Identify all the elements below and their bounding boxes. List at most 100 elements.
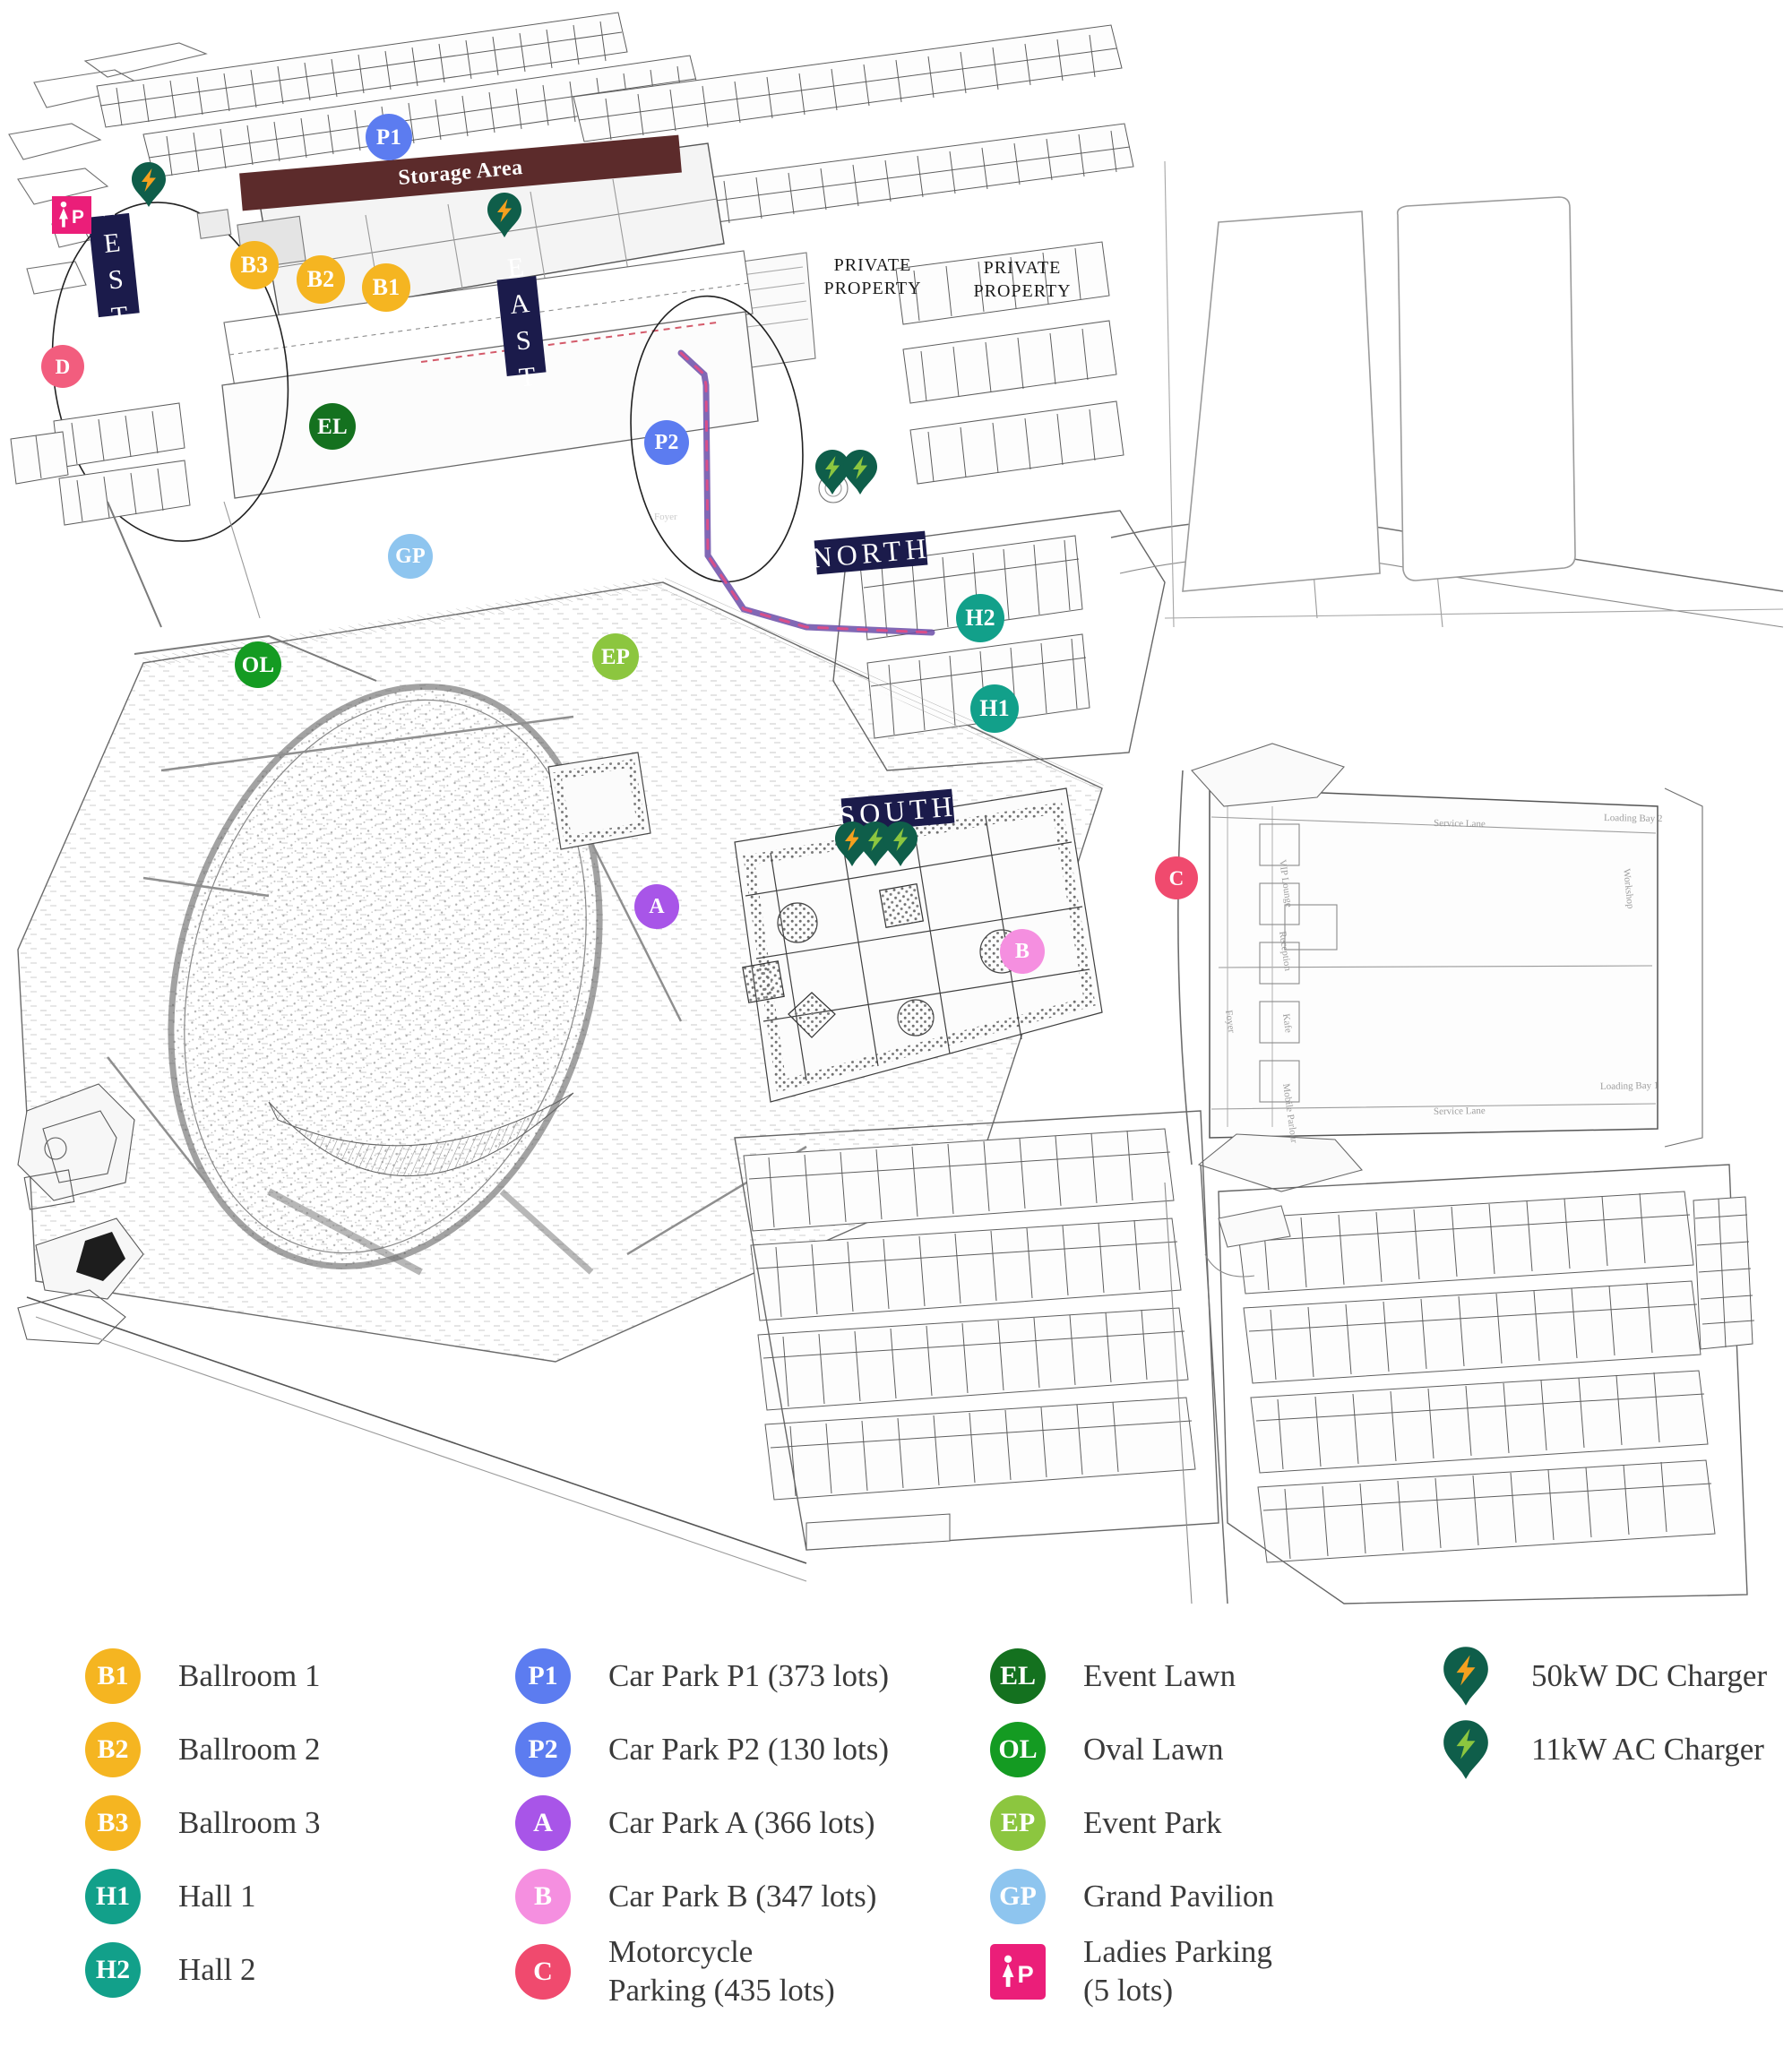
legend-grand-pavilion[interactable]: GP Grand Pavilion (990, 1860, 1438, 1933)
map-marker-label: EP (600, 644, 631, 669)
private-property-line2: PROPERTY (973, 281, 1072, 301)
legend-label-main: 11kW AC Charger (1531, 1731, 1764, 1767)
site-map-canvas[interactable]: Service Lane Loading Bay 2 Service Lane … (0, 0, 1792, 1613)
map-marker-car-park-b[interactable]: B (1000, 929, 1045, 974)
legend-badge-text: H2 (95, 1955, 131, 1984)
svg-text:Kafe: Kafe (1280, 1013, 1294, 1034)
svg-text:P: P (72, 207, 84, 228)
legend-badge-ep: EP (990, 1795, 1046, 1851)
map-marker-ballroom-2[interactable]: B2 (297, 255, 345, 304)
ev-charger-ac-south-2[interactable] (883, 821, 918, 867)
legend-car-park-a[interactable]: A Car Park A (366 lots) (515, 1786, 990, 1860)
legend-badge-text: B1 (97, 1661, 129, 1690)
legend-label-main: Car Park A (366 lots) (608, 1804, 875, 1840)
legend-label-main: Event Park (1083, 1804, 1222, 1840)
legend-oval-lawn[interactable]: OL Oval Lawn (990, 1713, 1438, 1786)
map-marker-label: GP (395, 545, 426, 568)
legend-ballroom-1[interactable]: B1 Ballroom 1 (85, 1639, 515, 1713)
ev-charger-pin-shape (843, 450, 877, 495)
map-marker-car-park-p1[interactable]: P1 (366, 114, 412, 160)
legend-badge-h1: H1 (85, 1869, 141, 1924)
legend-badge-text: H1 (95, 1881, 131, 1911)
ev-charger-ac-p2-1[interactable] (814, 449, 850, 495)
legend-label: Car Park P2 (130 lots) (608, 1731, 889, 1769)
map-marker-ballroom-3[interactable]: B3 (230, 241, 279, 289)
legend-hall-2[interactable]: H2 Hall 2 (85, 1933, 515, 2007)
map-marker-car-park-p2[interactable]: P2 (644, 420, 689, 465)
ev-charger-pin-shape (1443, 1720, 1488, 1779)
legend-badge-p1: P1 (515, 1648, 571, 1704)
legend-label-main: Ladies Parking (1083, 1934, 1272, 1969)
map-marker-label: EL (317, 414, 348, 439)
legend-car-park-p2[interactable]: P2 Car Park P2 (130 lots) (515, 1713, 990, 1786)
legend-label-main: Motorcycle (608, 1934, 754, 1969)
legend-ladies-parking[interactable]: P Ladies Parking(5 lots) (990, 1933, 1438, 2009)
private-property-label-2: PRIVATE PROPERTY (973, 256, 1071, 303)
legend-label-main: Hall 2 (178, 1951, 256, 1987)
legend-label: Event Lawn (1083, 1657, 1236, 1696)
ev-charger-dc-west[interactable] (131, 161, 167, 208)
legend-ac-charger[interactable]: 11kW AC Charger (1438, 1713, 1792, 1786)
legend-ballroom-2[interactable]: B2 Ballroom 2 (85, 1713, 515, 1786)
map-marker-event-park[interactable]: EP (592, 633, 639, 680)
ladies-parking-map-icon[interactable]: P (52, 196, 91, 234)
legend-label: Car Park B (347 lots) (608, 1878, 876, 1916)
svg-text:Foyer: Foyer (1223, 1010, 1237, 1034)
map-marker-hall-1[interactable]: H1 (970, 684, 1019, 733)
legend-label-sub: (5 lots) (1083, 1972, 1174, 2008)
legend-label-main: Grand Pavilion (1083, 1878, 1274, 1914)
ev-charger-dc-east[interactable] (487, 192, 522, 238)
map-marker-car-park-a[interactable]: A (634, 884, 679, 929)
legend-dc-charger[interactable]: 50kW DC Charger (1438, 1639, 1792, 1713)
legend-badge-text: P1 (528, 1661, 558, 1690)
legend-badge-b2: B2 (85, 1722, 141, 1777)
ladies-parking-icon: P (990, 1943, 1046, 2000)
svg-text:Service Lane: Service Lane (1434, 818, 1486, 830)
legend-badge-b: B (515, 1869, 571, 1924)
legend-event-park[interactable]: EP Event Park (990, 1786, 1438, 1860)
legend-badge-c: C (515, 1943, 571, 2000)
map-marker-label: B1 (372, 274, 401, 300)
map-marker-motorcycle-parking-c[interactable]: C (1155, 856, 1198, 899)
private-property-label-1: PRIVATE PROPERTY (823, 254, 921, 300)
map-marker-grand-pavilion[interactable]: GP (388, 534, 433, 579)
legend-badge-text: B (533, 1881, 552, 1911)
map-marker-oval-lawn[interactable]: OL (235, 641, 281, 688)
legend-car-park-b[interactable]: B Car Park B (347 lots) (515, 1860, 990, 1933)
legend-label-main: Ballroom 1 (178, 1657, 321, 1693)
legend-label-main: Ballroom 2 (178, 1731, 321, 1767)
svg-text:Foyer: Foyer (654, 512, 677, 522)
ev-charger-pin-shape (1443, 1647, 1488, 1706)
legend-badge-text: B2 (97, 1734, 129, 1764)
legend-badge-text: P2 (528, 1734, 558, 1764)
legend-label-main: Oval Lawn (1083, 1731, 1224, 1767)
svg-text:Service Lane: Service Lane (1434, 1105, 1486, 1117)
map-marker-event-lawn[interactable]: EL (309, 403, 356, 450)
legend-badge-text: C (533, 1956, 553, 1986)
ladies-parking-glyph: P (58, 201, 84, 228)
legend-badge-p2: P2 (515, 1722, 571, 1777)
legend-column-ev-chargers: 50kW DC Charger 11kW AC Charger (1438, 1639, 1792, 2056)
ev-charger-pin-shape (883, 822, 918, 866)
map-marker-ballroom-1[interactable]: B1 (362, 263, 410, 312)
storage-area-label: Storage Area (397, 155, 524, 190)
ev-charger-ac-p2-2[interactable] (842, 449, 878, 495)
map-marker-hall-2[interactable]: H2 (956, 594, 1004, 642)
legend-badge-a: A (515, 1795, 571, 1851)
ev-charger-ac-south-1[interactable] (857, 821, 893, 867)
map-marker-drop-off-d[interactable]: D (41, 345, 84, 388)
legend-badge-gp: GP (990, 1869, 1046, 1924)
ev-charger-pin-shape (815, 450, 849, 495)
private-property-line1: PRIVATE (983, 258, 1062, 278)
legend-label-main: 50kW DC Charger (1531, 1657, 1768, 1693)
legend-badge-text: B3 (97, 1808, 129, 1837)
legend-badge-text: OL (998, 1734, 1038, 1764)
legend-badge-text: EP (1000, 1808, 1036, 1837)
